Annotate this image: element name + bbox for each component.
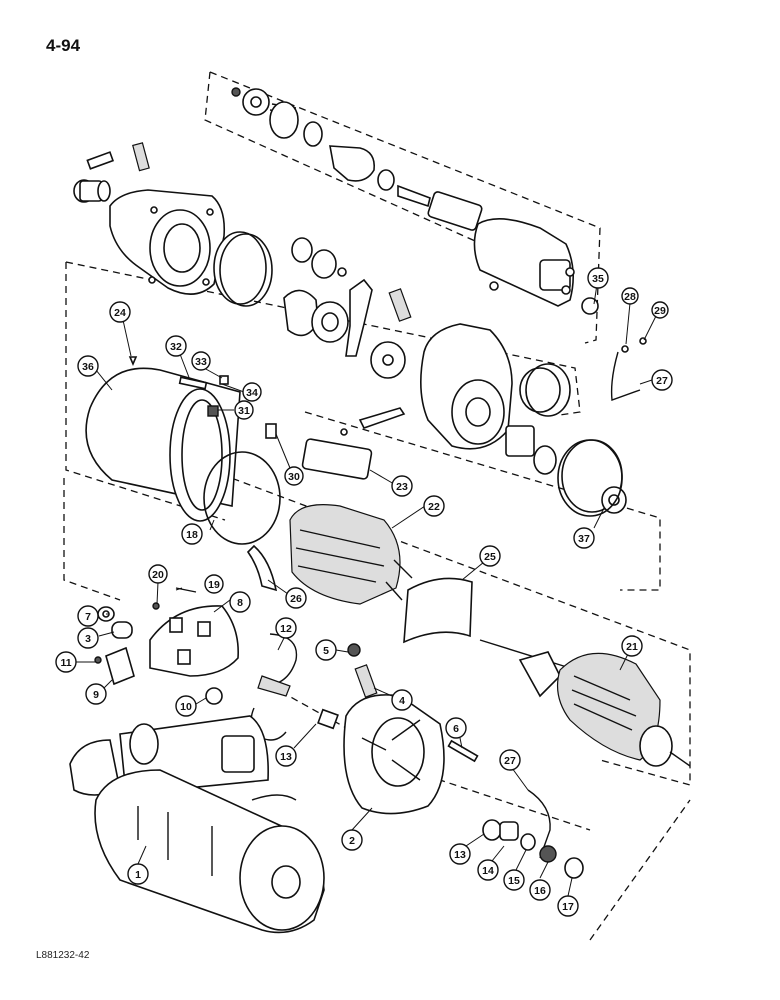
svg-text:29: 29 [654, 305, 666, 317]
svg-text:27: 27 [504, 755, 516, 767]
svg-text:1: 1 [135, 869, 141, 881]
callout-22: 22 [423, 495, 445, 517]
callout-37: 37 [573, 527, 595, 549]
callout-27-upper: 27 [651, 369, 673, 391]
callout-8: 8 [229, 591, 251, 613]
svg-text:19: 19 [208, 579, 220, 591]
brush-holder-parts [94, 587, 239, 705]
intermediate-housing [340, 323, 627, 514]
svg-text:33: 33 [195, 356, 207, 368]
svg-text:4: 4 [399, 695, 405, 707]
o-rings [203, 233, 623, 545]
callout-35: 35 [587, 267, 609, 289]
svg-text:9: 9 [93, 689, 99, 701]
callout-2: 2 [341, 829, 363, 851]
svg-text:28: 28 [624, 291, 636, 303]
callout-5: 5 [315, 639, 337, 661]
field-frame-36 [85, 367, 241, 522]
svg-text:13: 13 [280, 751, 292, 763]
svg-text:32: 32 [170, 341, 182, 353]
svg-text:26: 26 [290, 593, 302, 605]
page-number: 4-94 [46, 36, 81, 55]
callout-34: 34 [242, 382, 262, 402]
svg-text:20: 20 [152, 569, 164, 581]
callout-19: 19 [204, 574, 224, 594]
callout-32: 32 [165, 335, 187, 357]
callout-25: 25 [479, 545, 501, 567]
svg-text:24: 24 [114, 307, 126, 319]
svg-text:2: 2 [349, 835, 355, 847]
svg-text:27: 27 [656, 375, 668, 387]
assembled-starter-1 [69, 715, 325, 934]
svg-text:15: 15 [508, 875, 520, 887]
callout-29: 29 [651, 301, 669, 319]
svg-text:17: 17 [562, 901, 574, 913]
svg-text:10: 10 [180, 701, 192, 713]
callout-18: 18 [181, 523, 203, 545]
callout-1: 1 [127, 863, 149, 885]
callout-14: 14 [477, 859, 499, 881]
callout-31: 31 [234, 400, 254, 420]
callout-26: 26 [285, 587, 307, 609]
callout-13-left: 13 [275, 745, 297, 767]
callout-13-right: 13 [449, 843, 471, 865]
callout-4: 4 [391, 689, 413, 711]
svg-text:7: 7 [85, 611, 91, 623]
callout-11: 11 [55, 651, 77, 673]
callout-7: 7 [77, 605, 99, 627]
insulator-26 [246, 544, 278, 592]
callout-10: 10 [175, 695, 197, 717]
svg-text:8: 8 [237, 597, 243, 609]
callout-9: 9 [85, 683, 107, 705]
insulator-25 [403, 577, 473, 644]
svg-text:37: 37 [578, 533, 590, 545]
callout-21: 21 [621, 635, 643, 657]
svg-text:36: 36 [82, 361, 94, 373]
svg-text:25: 25 [484, 551, 496, 563]
callout-20: 20 [148, 564, 168, 584]
callout-17: 17 [557, 895, 579, 917]
svg-text:18: 18 [186, 529, 198, 541]
pinion-and-lever-parts [213, 231, 412, 379]
callout-33: 33 [191, 351, 211, 371]
svg-text:22: 22 [428, 501, 440, 513]
svg-text:3: 3 [85, 633, 91, 645]
callout-36: 36 [77, 355, 99, 377]
terminal-hardware [482, 789, 584, 879]
frame-small-parts [128, 356, 373, 480]
callout-30: 30 [284, 466, 304, 486]
figure-code: L881232-42 [36, 950, 90, 961]
callout-16: 16 [529, 879, 551, 901]
svg-text:11: 11 [60, 657, 71, 669]
svg-text:31: 31 [238, 405, 250, 417]
commutator-end-cover-2 [317, 643, 479, 815]
svg-text:13: 13 [454, 849, 466, 861]
svg-text:5: 5 [323, 645, 329, 657]
callout-15: 15 [503, 869, 525, 891]
callout-24: 24 [109, 301, 131, 323]
callout-3: 3 [77, 627, 99, 649]
callout-12: 12 [275, 617, 297, 639]
callout-6: 6 [445, 717, 467, 739]
svg-text:35: 35 [592, 273, 604, 285]
solenoid-plunger-parts [231, 87, 599, 315]
callout-28: 28 [621, 287, 639, 305]
callout-23: 23 [391, 475, 413, 497]
callout-27-lower: 27 [499, 749, 521, 771]
svg-text:34: 34 [246, 387, 258, 399]
svg-text:6: 6 [453, 723, 459, 735]
svg-text:23: 23 [396, 481, 408, 493]
svg-text:30: 30 [288, 471, 300, 483]
drive-end-housing [73, 142, 226, 295]
svg-text:21: 21 [626, 641, 638, 653]
svg-text:16: 16 [534, 885, 546, 897]
field-coil-22 [289, 504, 413, 605]
armature-21 [479, 639, 691, 767]
svg-text:14: 14 [482, 865, 494, 877]
solenoid-cable-27-upper [610, 337, 647, 401]
svg-text:12: 12 [280, 623, 292, 635]
